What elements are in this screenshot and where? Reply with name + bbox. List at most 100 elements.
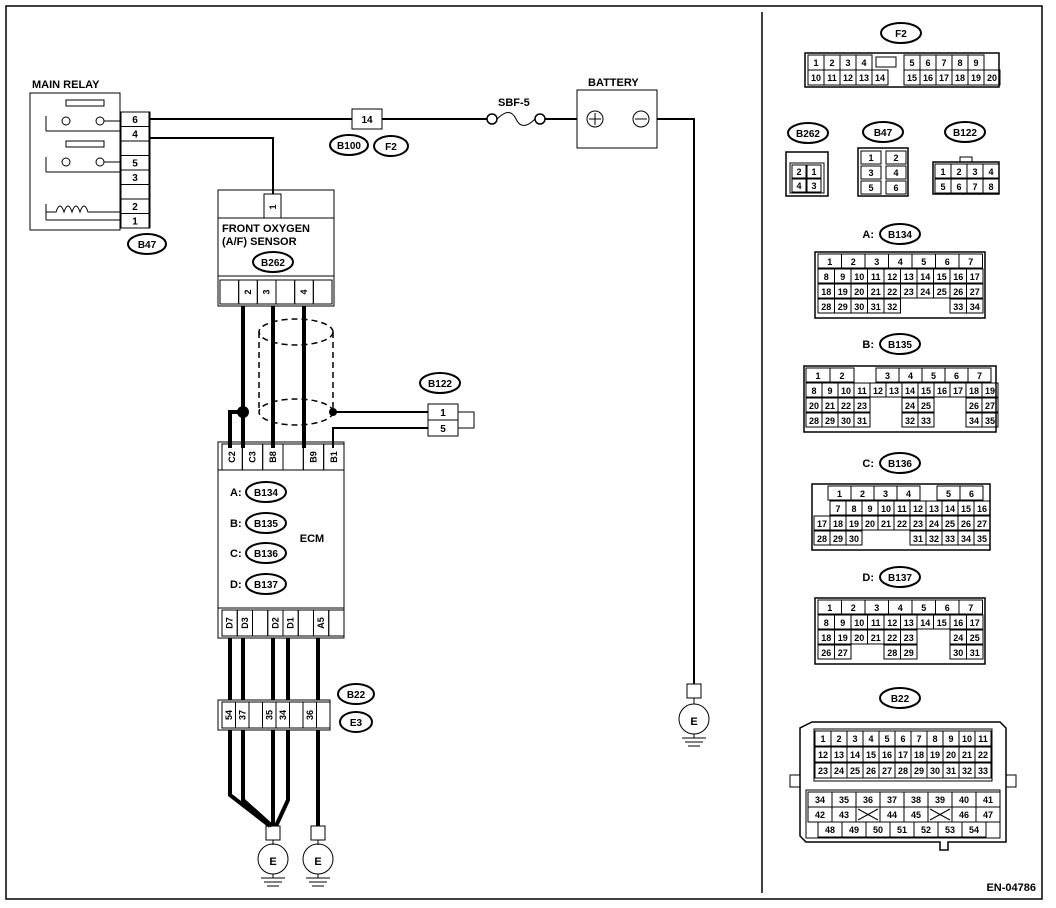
pin-number: 1 xyxy=(827,257,832,267)
pin-number: 33 xyxy=(945,534,955,544)
ground-wires xyxy=(228,730,320,828)
sensor-pin-label: 3 xyxy=(262,289,272,294)
relay-pin-cell xyxy=(120,140,150,156)
pin-number: 5 xyxy=(921,257,926,267)
wire-shield xyxy=(258,318,334,426)
pin-number: 15 xyxy=(961,504,971,514)
pin-number: 37 xyxy=(887,795,897,805)
view-b136: C:B136 xyxy=(862,452,921,474)
pin-number: 35 xyxy=(977,534,987,544)
b22-pin-label: 37 xyxy=(237,710,247,720)
pin-number: 34 xyxy=(969,416,979,426)
pin-number: 19 xyxy=(971,73,981,83)
pin-number: 11 xyxy=(897,504,907,514)
b22-pin-label: 35 xyxy=(264,710,274,720)
pin-number: 11 xyxy=(857,386,867,396)
pin-number: 16 xyxy=(953,272,963,282)
wire-relay-to-sensor xyxy=(150,137,274,194)
pin-number: 16 xyxy=(923,73,933,83)
pin-number: 8 xyxy=(988,182,993,192)
pin-number: 1 xyxy=(827,603,832,613)
pin-number: 1 xyxy=(868,153,873,163)
pin-number: 4 xyxy=(898,257,903,267)
pin-number: 19 xyxy=(849,519,859,529)
pin-number: 19 xyxy=(930,750,940,760)
ecm-bottom-pin-label: D2 xyxy=(270,617,280,629)
svg-text:E: E xyxy=(314,856,321,868)
pin-number: 28 xyxy=(817,534,827,544)
pin-number: 26 xyxy=(969,401,979,411)
sensor-pin-label: 4 xyxy=(299,289,309,294)
view-f2: F2 xyxy=(880,22,922,44)
pin-number: 21 xyxy=(871,633,881,643)
wire-battery-ground xyxy=(657,118,695,684)
pin-number: 28 xyxy=(821,302,831,312)
pin-number: 6 xyxy=(954,371,959,381)
pin-number: 1 xyxy=(820,734,825,744)
pin-number: 23 xyxy=(904,287,914,297)
ecm-top-pin-label: C2 xyxy=(227,451,237,463)
pin-number: 39 xyxy=(935,795,945,805)
pin-number: 35 xyxy=(985,416,995,426)
pin-number: 8 xyxy=(851,504,856,514)
connector-id-label: B135 xyxy=(888,340,912,351)
pin-number: 11 xyxy=(978,734,988,744)
ecm-bottom-pin-cell xyxy=(328,609,345,637)
pin-number: 8 xyxy=(824,618,829,628)
connector-id-b122: B122 xyxy=(428,379,452,390)
pin-number: 17 xyxy=(953,386,963,396)
pin-number: 6 xyxy=(969,489,974,499)
pin-number: 22 xyxy=(887,633,897,643)
pin-number: 18 xyxy=(969,386,979,396)
pin-number: 23 xyxy=(904,633,914,643)
pin-number: 3 xyxy=(868,168,873,178)
pin-number: 3 xyxy=(852,734,857,744)
pin-number: 1 xyxy=(815,371,820,381)
pin-number: 43 xyxy=(839,810,849,820)
connector-id-label: B47 xyxy=(874,128,893,139)
connector-id-b22: B22 xyxy=(347,690,366,701)
svg-text:1: 1 xyxy=(440,408,446,419)
svg-text:1: 1 xyxy=(268,204,278,209)
sensor-pin-label: 2 xyxy=(243,289,253,294)
sensor-pin-cell xyxy=(219,279,240,305)
pin-number: 28 xyxy=(809,416,819,426)
pin-number: 4 xyxy=(908,371,913,381)
pin-number: 14 xyxy=(905,386,915,396)
pin-number: 16 xyxy=(977,504,987,514)
pin-number: 9 xyxy=(973,58,978,68)
relay-pin-label: 3 xyxy=(132,173,138,184)
sensor-label-line2: (A/F) SENSOR xyxy=(222,236,297,248)
pin-number: 5 xyxy=(884,734,889,744)
pin-number: 7 xyxy=(968,603,973,613)
pin-number: 27 xyxy=(977,519,987,529)
pin-number: 6 xyxy=(956,182,961,192)
pin-number: 29 xyxy=(833,534,843,544)
b22-pin-label: 54 xyxy=(224,710,234,720)
pin-number: 41 xyxy=(983,795,993,805)
pin-number: 27 xyxy=(882,766,892,776)
pin-number: 2 xyxy=(893,153,898,163)
pin-number: 21 xyxy=(962,750,972,760)
view-b47: B47 xyxy=(862,121,904,143)
pin-number: 7 xyxy=(968,257,973,267)
pin-number: 11 xyxy=(871,272,881,282)
svg-text:D:: D: xyxy=(230,579,242,591)
pin-number: 13 xyxy=(859,73,869,83)
connector-prefix: A: xyxy=(862,229,874,241)
pin-number: 31 xyxy=(871,302,881,312)
main-relay-label: MAIN RELAY xyxy=(32,79,100,91)
pin-number: 28 xyxy=(898,766,908,776)
pin-number: 10 xyxy=(811,73,821,83)
pin-number: 38 xyxy=(911,795,921,805)
pin-number: 17 xyxy=(970,272,980,282)
diagram-border xyxy=(5,5,1043,900)
connector-prefix: B: xyxy=(862,339,874,351)
pin-number: 24 xyxy=(834,766,844,776)
pin-number: 20 xyxy=(865,519,875,529)
connector-b122-inline: B122 1 5 xyxy=(419,372,475,437)
